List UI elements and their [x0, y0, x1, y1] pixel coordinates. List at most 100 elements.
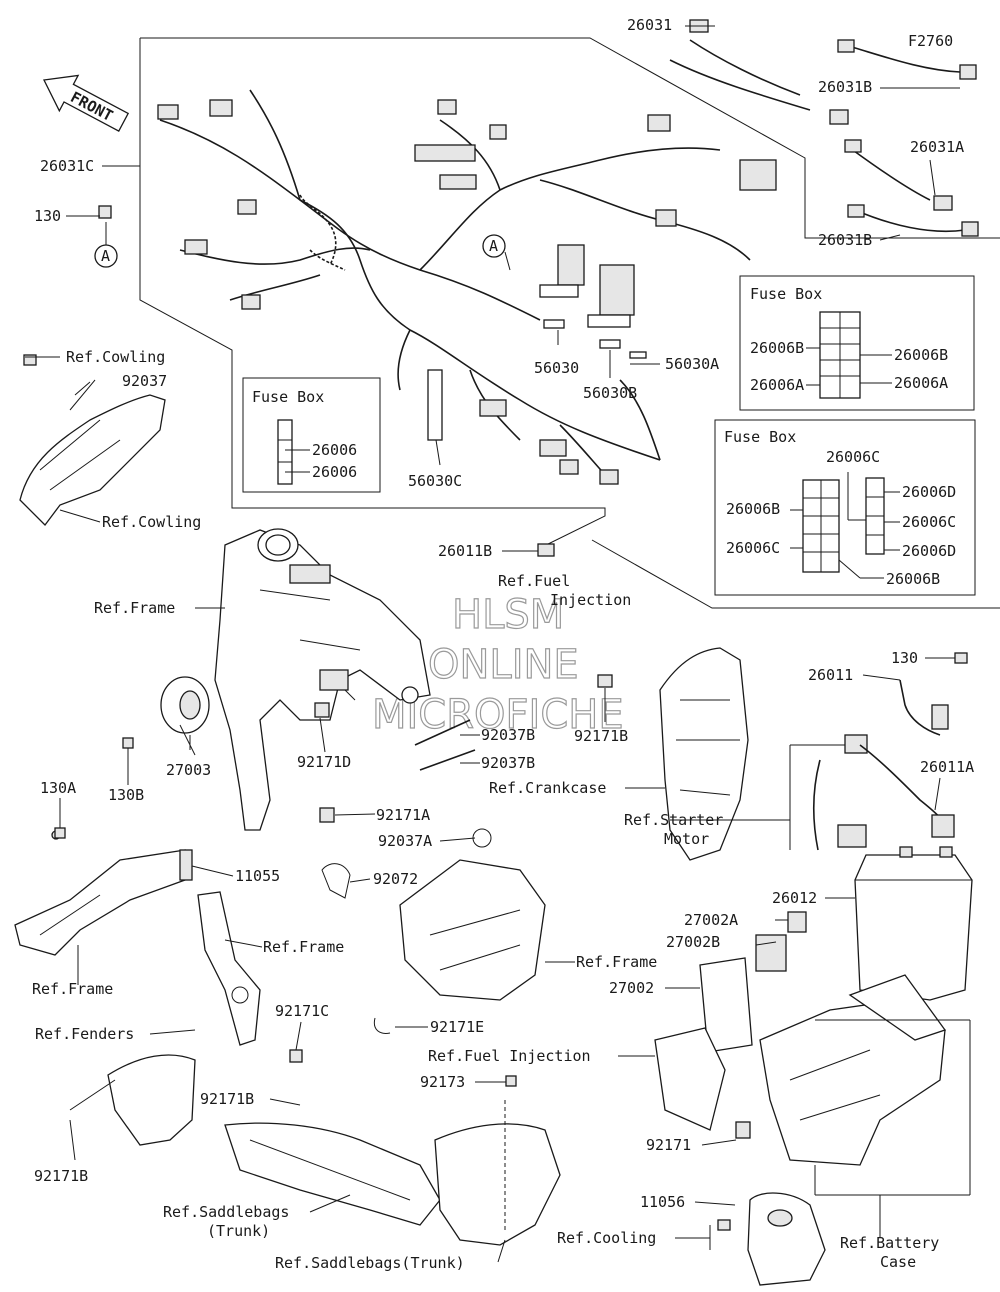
label-92072: 92072	[373, 870, 418, 888]
bolt-130a	[54, 827, 66, 839]
label-ref-saddlebags-trunk: Ref.Saddlebags(Trunk)	[275, 1254, 465, 1272]
saddlebags-trunk	[224, 1122, 441, 1226]
cooling-reservoir	[717, 1192, 826, 1286]
label-92173: 92173	[420, 1073, 465, 1091]
frame-mid-bracket	[321, 828, 546, 1001]
frame	[214, 528, 431, 831]
battery	[854, 846, 973, 1001]
diagram-code: F2760	[908, 32, 953, 50]
clip-92171e	[373, 1017, 391, 1034]
ties-92037b	[414, 719, 476, 771]
label-92171e: 92171E	[430, 1018, 484, 1036]
fuse-box-2-title: Fuse Box	[750, 285, 822, 303]
fuse-box-1: Fuse Box 26006 26006	[242, 377, 381, 493]
label-ref-saddlebags: Ref.Saddlebags	[163, 1203, 289, 1221]
label-injection: Injection	[550, 591, 631, 609]
fuse-box-2-label-1: 26006B	[750, 339, 804, 357]
clip-26011b	[537, 543, 555, 557]
cowling-bracket	[19, 354, 166, 526]
label-26012: 26012	[772, 889, 817, 907]
label-26011a: 26011A	[920, 758, 974, 776]
label-26031: 26031	[627, 16, 672, 34]
fuse-box-3-label-6: 26006D	[902, 542, 956, 560]
label-ref-fuel: Ref.Fuel	[498, 572, 570, 590]
svg-text:A: A	[489, 237, 498, 255]
label-92171: 92171	[646, 1136, 691, 1154]
bolt-130b	[122, 737, 134, 749]
label-56030b: 56030B	[583, 384, 637, 402]
fuse-box-2-label-2: 26006A	[750, 376, 804, 394]
label-92037b-2: 92037B	[481, 754, 535, 772]
fuse-box-3-label-7: 26006B	[886, 570, 940, 588]
clip-92171	[735, 1121, 751, 1139]
watermark-line-1: HLSM	[452, 592, 564, 638]
leader-lines	[25, 25, 960, 1263]
bolt-130	[98, 205, 112, 219]
label-motor: Motor	[664, 830, 709, 848]
callout-a-left: A	[94, 222, 118, 268]
wiring-harness	[157, 19, 979, 485]
clip-92171c	[289, 1049, 303, 1063]
label-56030: 56030	[534, 359, 579, 377]
label-ref-starter: Ref.Starter	[624, 811, 723, 829]
frame-bracket-11055	[14, 830, 193, 956]
label-ref-frame-upper: Ref.Frame	[94, 599, 175, 617]
label-130-top: 130	[34, 207, 61, 225]
crankcase	[659, 647, 749, 861]
saddlebags-trunk-lower	[434, 1100, 561, 1246]
label-56030a: 56030A	[665, 355, 719, 373]
label-ref-frame-right: Ref.Frame	[576, 953, 657, 971]
label-92171b-left: 92171B	[34, 1167, 88, 1185]
label-92037a: 92037A	[378, 832, 432, 850]
label-92037: 92037	[122, 372, 167, 390]
label-92171b-lower: 92171B	[200, 1090, 254, 1108]
label-26031a: 26031A	[910, 138, 964, 156]
label-ref-cowling-top: Ref.Cowling	[66, 348, 165, 366]
fuse-box-1-label-2: 26006	[312, 463, 357, 481]
label-92171b-mid: 92171B	[574, 727, 628, 745]
fuse-box-3-label-2: 26006B	[726, 500, 780, 518]
fuse-box-3-title: Fuse Box	[724, 428, 796, 446]
callout-a-harness: A	[482, 234, 511, 271]
starter-relay	[789, 679, 955, 851]
watermark-line-2: ONLINE	[428, 642, 579, 688]
label-26031c: 26031C	[40, 157, 94, 175]
label-27003: 27003	[166, 761, 211, 779]
label-ref-cooling: Ref.Cooling	[557, 1229, 656, 1247]
label-ref-cowling-bottom: Ref.Cowling	[102, 513, 201, 531]
label-26011b: 26011B	[438, 542, 492, 560]
fuse-box-2-label-4: 26006A	[894, 374, 948, 392]
label-11056: 11056	[640, 1193, 685, 1211]
label-27002: 27002	[609, 979, 654, 997]
label-27002b: 27002B	[666, 933, 720, 951]
fuse-box-2-label-3: 26006B	[894, 346, 948, 364]
frame-bracket-vertical	[197, 891, 261, 1046]
svg-text:A: A	[101, 247, 110, 265]
fuse-box-3-label-3: 26006C	[726, 539, 780, 557]
label-ref-fenders: Ref.Fenders	[35, 1025, 134, 1043]
label-11055: 11055	[235, 867, 280, 885]
label-56030c: 56030C	[408, 472, 462, 490]
battery-case	[759, 974, 971, 1196]
label-130b: 130B	[108, 786, 144, 804]
label-case: Case	[880, 1253, 916, 1271]
harness-boundary	[140, 37, 1000, 239]
clip-92171d	[314, 702, 330, 718]
label-trunk: (Trunk)	[207, 1222, 270, 1240]
label-130a: 130A	[40, 779, 76, 797]
label-92171d: 92171D	[297, 753, 351, 771]
label-92171c: 92171C	[275, 1002, 329, 1020]
label-26031b-bottom: 26031B	[818, 231, 872, 249]
label-ref-crankcase: Ref.Crankcase	[489, 779, 606, 797]
label-ref-frame-mid: Ref.Frame	[263, 938, 344, 956]
front-arrow-icon: FRONT	[43, 74, 130, 132]
label-130-right: 130	[891, 649, 918, 667]
bolt-130-right	[954, 652, 968, 664]
label-92171a: 92171A	[376, 806, 430, 824]
label-26031b-top: 26031B	[818, 78, 872, 96]
label-27002a: 27002A	[684, 911, 738, 929]
label-ref-fuel-injection: Ref.Fuel Injection	[428, 1047, 591, 1065]
fender-bracket	[69, 1054, 196, 1146]
ecu-module	[654, 911, 807, 1131]
